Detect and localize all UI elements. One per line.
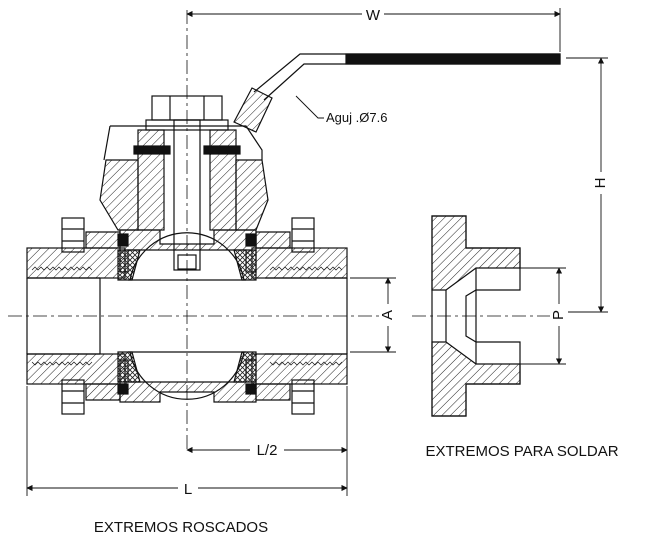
right-end-cap — [251, 217, 348, 415]
dim-h-label: H — [592, 178, 609, 189]
dim-w-label: W — [366, 7, 381, 24]
dim-a-label: A — [379, 310, 396, 320]
stem-assembly — [99, 95, 269, 271]
dim-l-half-label: L/2 — [257, 442, 278, 459]
dim-p-label: P — [550, 310, 567, 320]
caption-threaded-ends: EXTREMOS ROSCADOS — [94, 519, 268, 536]
valve-body — [117, 229, 257, 403]
hole-annotation: Aguj .Ø7.6 — [326, 110, 387, 125]
threaded-valve-view — [8, 10, 561, 450]
dim-l-label: L — [184, 481, 192, 498]
left-end-cap — [26, 217, 126, 415]
lever-handle — [233, 53, 561, 133]
caption-weld-ends: EXTREMOS PARA SOLDAR — [425, 443, 618, 460]
weld-end-view — [412, 215, 566, 417]
